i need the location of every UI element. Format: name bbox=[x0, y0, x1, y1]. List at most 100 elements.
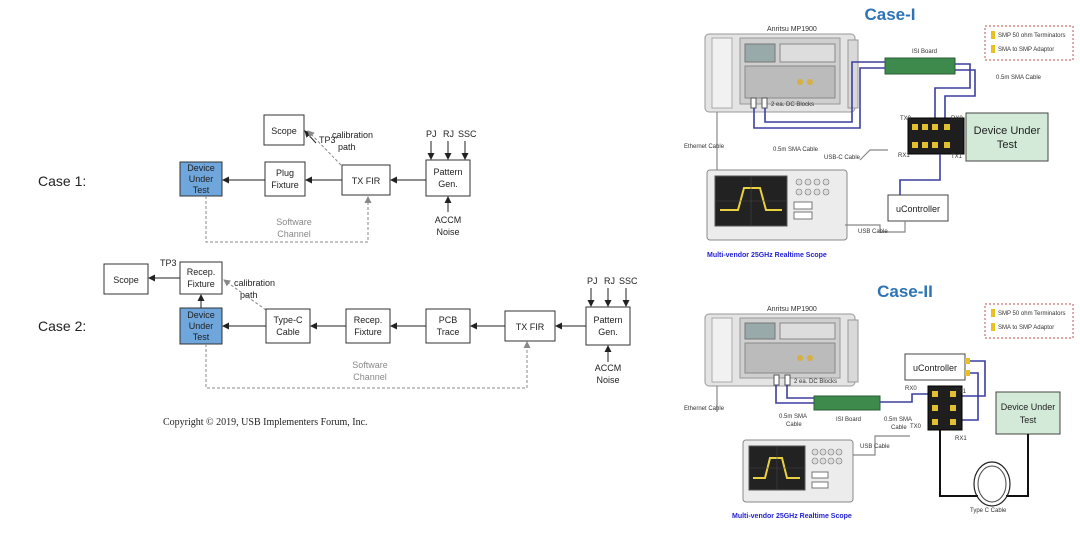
dut-line3: Test bbox=[193, 185, 210, 195]
uc-connector-1 bbox=[965, 358, 970, 364]
rx0-label-1: RX0 bbox=[951, 116, 963, 122]
isi-board-2 bbox=[813, 395, 881, 411]
sma-cable-f bbox=[786, 385, 814, 399]
channel-label-1: Channel bbox=[277, 229, 311, 239]
anritsu-mp1900-1 bbox=[704, 33, 859, 113]
accm-line2-2: Noise bbox=[596, 375, 619, 385]
rx0-label-2: RX0 bbox=[905, 386, 917, 392]
sma05-right-line2: Cable bbox=[891, 425, 907, 431]
plug-fixture-line2: Fixture bbox=[271, 180, 299, 190]
typec-cable-coil bbox=[973, 461, 1011, 507]
tx-fir-label-2: TX FIR bbox=[516, 322, 545, 332]
uc-connector-2 bbox=[965, 370, 970, 376]
sma-cable-a bbox=[753, 67, 885, 129]
anritsu-label-1: Anritsu MP1900 bbox=[767, 26, 817, 33]
sma-cable-e bbox=[775, 385, 814, 404]
isi-board-label-1: ISI Board bbox=[912, 49, 937, 55]
usb-cable-2 bbox=[853, 435, 910, 456]
recep-fixture-line1: Recep. bbox=[354, 315, 383, 325]
pj-label-1: PJ bbox=[426, 129, 437, 139]
tx-fir-box-1 bbox=[341, 164, 391, 196]
adaptor-icon-2 bbox=[991, 323, 995, 331]
case-ii-setup: Case-II SMP 50 ohm Terminators SMA to SM… bbox=[684, 282, 1074, 520]
dc-blocks-label-1: 2 ea. DC Blocks bbox=[771, 102, 814, 108]
legend2-text-2: SMA to SMP Adaptor bbox=[998, 325, 1054, 331]
scope-caption-1: Multi-vendor 25GHz Realtime Scope bbox=[707, 252, 827, 259]
dut2-line3: Test bbox=[193, 332, 210, 342]
anritsu-mp1900-2 bbox=[704, 313, 859, 387]
tx-fir-box-2 bbox=[504, 310, 556, 342]
ethernet-label-1: Ethernet Cable bbox=[684, 144, 725, 150]
calibration-path-label-2: path bbox=[240, 290, 258, 300]
pcb-trace-box bbox=[425, 308, 471, 344]
ssc-label-2: SSC bbox=[619, 276, 638, 286]
calibration-label-2: calibration bbox=[234, 278, 275, 288]
legend-box-2 bbox=[984, 303, 1074, 339]
recep-fixture-box-1 bbox=[179, 261, 223, 295]
legend2-text: SMA to SMP Adaptor bbox=[998, 47, 1054, 53]
isi-board-label-2: ISI Board bbox=[836, 417, 861, 423]
typec-cable-path-b bbox=[1006, 434, 1029, 497]
tp3-label: TP3 bbox=[160, 258, 177, 268]
dut-case-ii-line1: Device Under bbox=[1001, 402, 1056, 412]
case2-block-diagram: Case 2: Scope TP3 Recep. Fixture calibra… bbox=[38, 258, 638, 389]
software-label-1: Software bbox=[276, 217, 312, 227]
ucontroller-label-2: uController bbox=[913, 363, 957, 373]
isi-board-1 bbox=[884, 57, 956, 75]
dc-block-4 bbox=[784, 374, 791, 386]
typec-cable-label-2: Type C Cable bbox=[970, 508, 1007, 514]
rj-label-2: RJ bbox=[604, 276, 615, 286]
dut-case-ii-line2: Test bbox=[1020, 415, 1037, 425]
legend1-text: SMP 50 ohm Terminators bbox=[998, 33, 1065, 39]
adaptor-icon bbox=[991, 45, 995, 53]
uc-cable-2b bbox=[962, 372, 979, 421]
recep-fixture-top-line2: Fixture bbox=[187, 279, 215, 289]
terminator-icon bbox=[991, 31, 995, 39]
dc-block-1 bbox=[750, 97, 757, 109]
uc-cable-1 bbox=[899, 154, 941, 195]
scope-label: Scope bbox=[271, 126, 297, 136]
dut2-line1: Device bbox=[187, 310, 215, 320]
sma-cable-c bbox=[934, 63, 971, 118]
ethernet-label-2: Ethernet Cable bbox=[684, 406, 725, 412]
realtime-scope-1 bbox=[706, 169, 848, 241]
channel-label-2: Channel bbox=[353, 372, 387, 382]
dc-block-3 bbox=[773, 374, 780, 386]
accm-line1-1: ACCM bbox=[435, 215, 462, 225]
usb-label-1: USB Cable bbox=[858, 229, 888, 235]
ucontroller-label-1: uController bbox=[896, 204, 940, 214]
legend-box-1 bbox=[984, 25, 1074, 61]
dut-case-i-line2: Test bbox=[997, 139, 1017, 151]
tx1-label-1: TX1 bbox=[951, 154, 963, 160]
typec-line2: Cable bbox=[276, 327, 300, 337]
tp3-prime-label: TP3' bbox=[319, 135, 338, 145]
anritsu-label-2: Anritsu MP1900 bbox=[767, 306, 817, 313]
sma05-left-line1: 0.5m SMA bbox=[779, 414, 807, 420]
software-label-2: Software bbox=[352, 360, 388, 370]
plug-fixture-line1: Plug bbox=[276, 168, 294, 178]
typec-cable-box bbox=[265, 308, 311, 344]
sma05-left-line2: Cable bbox=[786, 422, 802, 428]
realtime-scope-2 bbox=[742, 439, 854, 503]
pattern-gen-line2: Gen. bbox=[438, 179, 458, 189]
dut-box-case-ii bbox=[995, 391, 1061, 435]
pattern-gen2-line1: Pattern bbox=[593, 315, 622, 325]
usbc-cable-1 bbox=[859, 149, 888, 161]
case1-block-diagram: Case 1: Scope TP3' calibration path Devi… bbox=[38, 114, 477, 243]
usb-cable-1 bbox=[845, 221, 906, 233]
scope-label-2: Scope bbox=[113, 275, 139, 285]
legend1-text-2: SMP 50 ohm Terminators bbox=[998, 311, 1065, 317]
case-i-title: Case-I bbox=[864, 5, 915, 24]
dut-case-i-line1: Device Under bbox=[974, 125, 1041, 137]
case2-label: Case 2: bbox=[38, 318, 86, 334]
pattern-gen2-line2: Gen. bbox=[598, 327, 618, 337]
case-ii-title: Case-II bbox=[877, 282, 933, 301]
accm-line1-2: ACCM bbox=[595, 363, 622, 373]
calibration-path-label-1: path bbox=[338, 142, 356, 152]
copyright-text: Copyright © 2019, USB Implementers Forum… bbox=[163, 417, 368, 428]
dc-block-2 bbox=[761, 97, 768, 109]
usb-label-2: USB Cable bbox=[860, 444, 890, 450]
tx-fir-label-1: TX FIR bbox=[352, 176, 381, 186]
sma-05-label-1: 0.5m SMA Cable bbox=[996, 75, 1042, 81]
